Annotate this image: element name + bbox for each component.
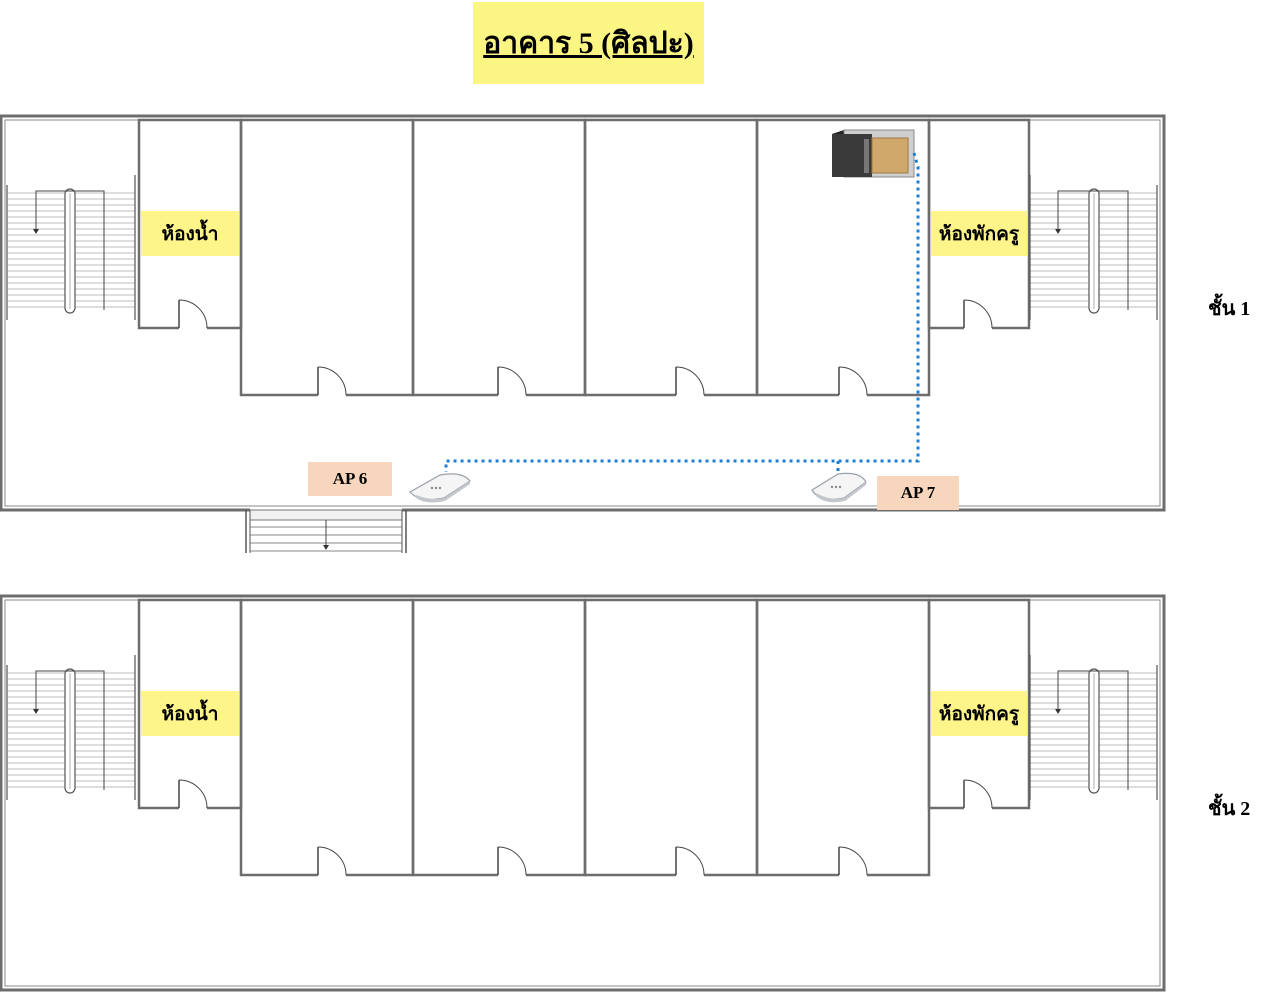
access-point-device-ap7 [811,472,867,503]
floor-2-teacher-room-label: ห้องพักครู [931,691,1027,736]
floor-2-plan [1,596,1164,990]
building-title-box: อาคาร 5 (ศิลปะ) [473,2,704,84]
ap7-label: AP 7 [877,476,959,510]
floor-1-plan [1,116,1164,553]
access-point-device-ap6 [409,473,471,503]
floor-1-restroom-label: ห้องน้ำ [141,211,239,256]
floor-1-teacher-room-label: ห้องพักครู [931,211,1027,256]
ap6-label: AP 6 [308,462,392,496]
floor-2-label: ชั้น 2 [1208,798,1251,820]
floor-2-restroom-label: ห้องน้ำ [141,691,239,736]
network-cable-route [444,152,920,472]
entrance-steps [245,509,407,553]
network-rack-cabinet [832,129,915,178]
floor-1-label: ชั้น 1 [1208,298,1251,320]
building-title: อาคาร 5 (ศิลปะ) [483,26,694,60]
